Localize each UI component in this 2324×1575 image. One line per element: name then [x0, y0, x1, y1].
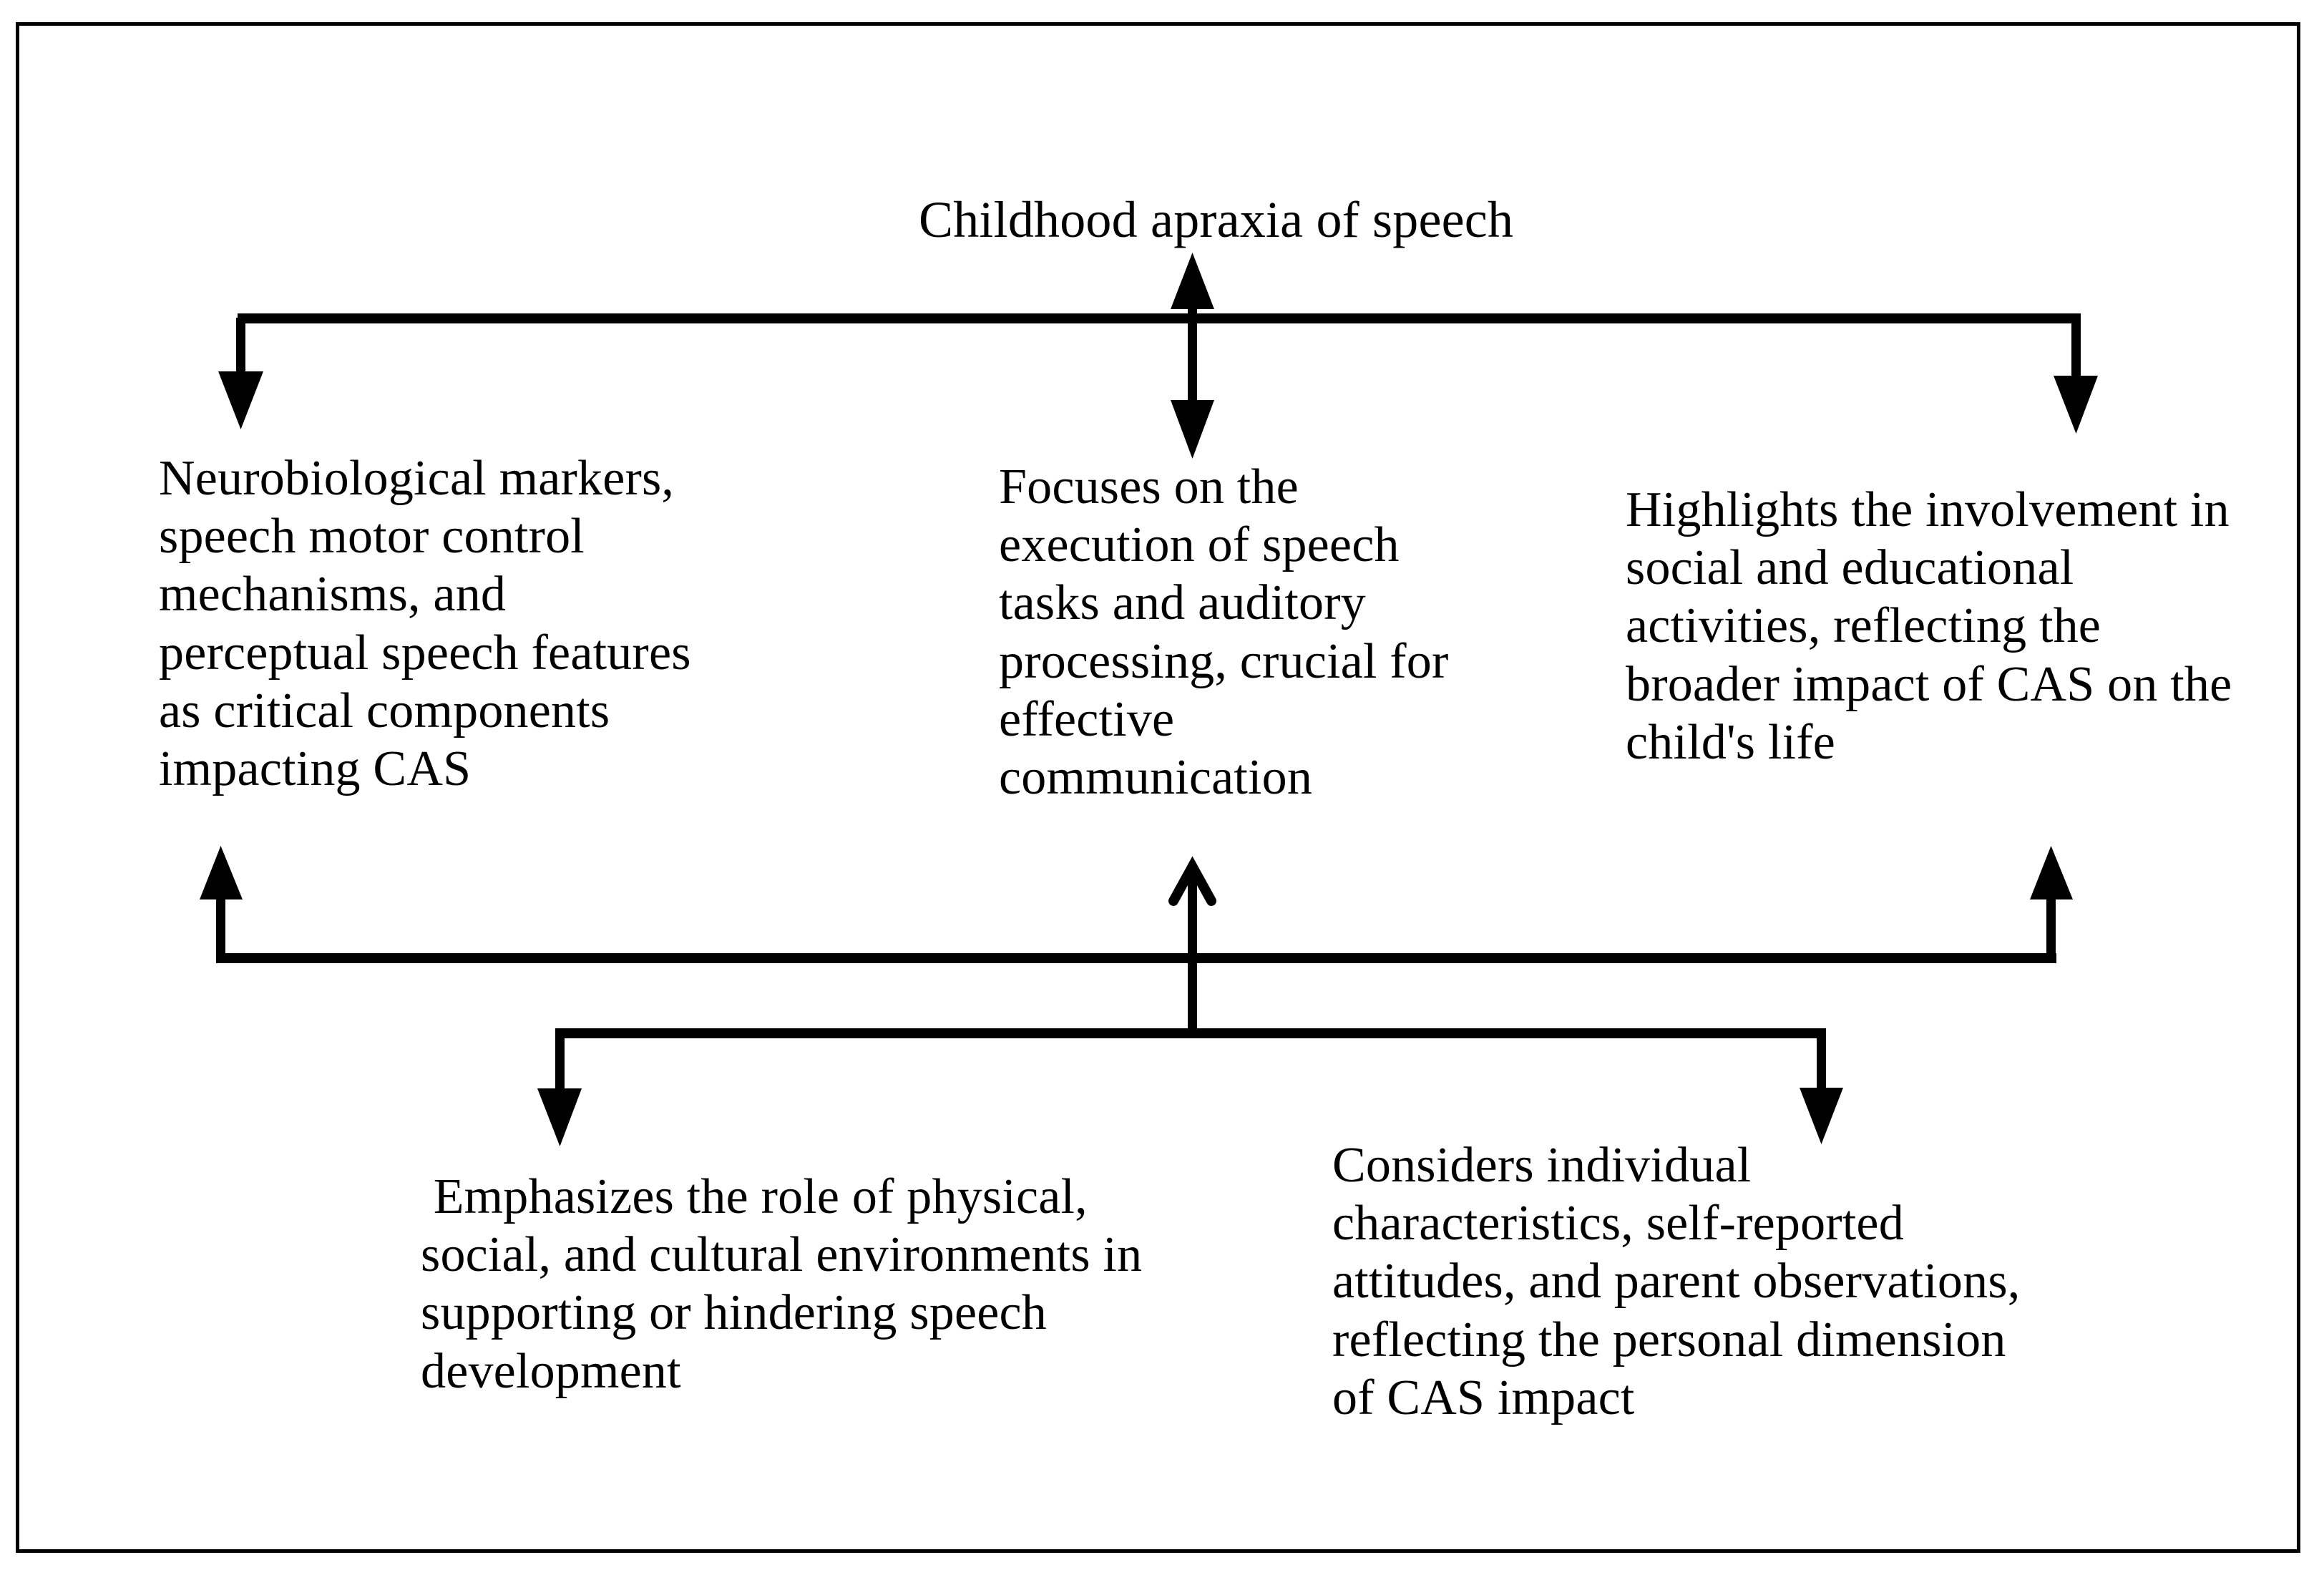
node-neurobiological-markers: Neurobiological markers, speech motor co… — [159, 451, 691, 796]
node-childhood-apraxia-of-speech: Childhood apraxia of speech — [919, 191, 1514, 248]
node-focuses-on-execution: Focuses on the execution of speech tasks… — [999, 459, 1449, 805]
node-highlights-involvement: Highlights the involvement in social and… — [1626, 482, 2232, 770]
diagram-frame-border — [16, 22, 2300, 1553]
node-emphasizes-role-of-environments: Emphasizes the role of physical, social,… — [421, 1169, 1143, 1399]
node-considers-individual-characteristics: Considers individual characteristics, se… — [1332, 1138, 2021, 1425]
